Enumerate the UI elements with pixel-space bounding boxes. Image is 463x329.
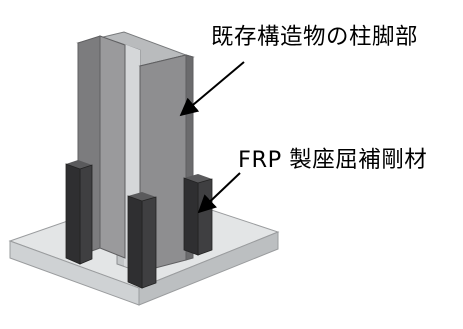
- frp-center-front: [141, 196, 157, 289]
- frp-left-front: [79, 164, 93, 265]
- frp-right-front: [197, 178, 213, 256]
- frp-left-side: [65, 163, 81, 265]
- frp-stiffeners: [65, 160, 213, 289]
- frp-callout-arrow: [197, 172, 241, 214]
- frp-center-side: [127, 195, 143, 289]
- frp-right-side: [183, 177, 199, 256]
- slab-right-face: [138, 231, 279, 306]
- column-callout-arrow: [179, 61, 245, 117]
- existing-column-base-label: 既存構造物の柱脚部: [211, 24, 419, 50]
- frp-stiffener-label: FRP 製座屈補剛材: [238, 147, 428, 173]
- left-flange-front: [99, 35, 126, 259]
